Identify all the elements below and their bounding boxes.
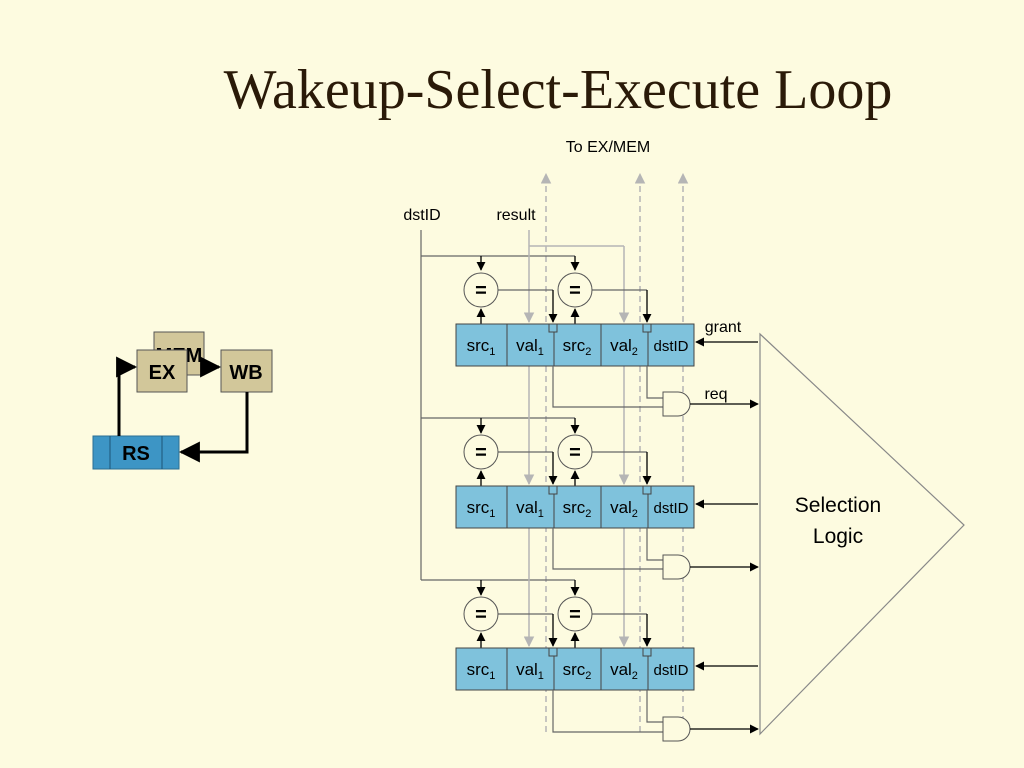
to-ex-mem-label: To EX/MEM [566,139,650,156]
svg-text:dstID: dstID [653,500,688,517]
ready-and-gate-1 [662,391,691,417]
svg-text:val2: val2 [610,498,638,520]
svg-text:=: = [569,442,581,464]
svg-text:val1: val1 [516,660,544,682]
svg-text:src1: src1 [467,660,496,682]
wb-stage-label: WB [229,362,262,384]
svg-text:src2: src2 [563,498,592,520]
dstid-bus [420,230,575,581]
ready-and-gate-3 [662,716,691,742]
ready-and-gate-2 [662,554,691,580]
svg-text:val2: val2 [610,336,638,358]
svg-text:=: = [569,280,581,302]
svg-text:val1: val1 [516,336,544,358]
rs-entry-2: = = src1 val1 src2 val2 dstID [455,434,759,580]
grant-label: grant [705,319,742,336]
svg-text:dstID: dstID [653,338,688,355]
rs-label: RS [122,443,150,465]
result-bus [523,230,630,648]
comparator-3a [463,596,499,632]
rs-box [92,435,180,470]
svg-text:val2: val2 [610,660,638,682]
wb-to-rs-arrow [178,392,249,463]
selection-logic-line2: Logic [813,525,863,548]
svg-text:=: = [475,442,487,464]
comparator-3b [557,596,593,632]
page-title: Wakeup-Select-Execute Loop [223,59,893,121]
rs-to-ex-arrow [116,356,138,436]
result-bus-label: result [496,207,536,224]
svg-text:=: = [475,604,487,626]
svg-text:src2: src2 [563,336,592,358]
selection-logic-line1: Selection [795,494,881,517]
svg-text:src2: src2 [563,660,592,682]
dstid-bus-label: dstID [403,207,440,224]
req-label: req [704,386,727,403]
svg-text:dstID: dstID [653,662,688,679]
dashed-buses [540,172,689,732]
svg-text:val1: val1 [516,498,544,520]
rs-entry-1: = = src1 val1 src2 val2 dstID [455,272,759,417]
svg-text:=: = [475,280,487,302]
ex-stage-label: EX [149,362,176,384]
svg-text:src1: src1 [467,498,496,520]
svg-text:src1: src1 [467,336,496,358]
comparator-2a [463,434,499,470]
comparator-1b [557,272,593,308]
rs-entry-3: = = src1 val1 src2 val2 dstID [455,596,759,742]
comparator-1a [463,272,499,308]
ex-stage-box [136,349,188,393]
selection-logic: Selection Logic [759,332,965,736]
comparator-2b [557,434,593,470]
svg-text:=: = [569,604,581,626]
pipeline-loop: MEM EX WB RS [92,331,273,470]
